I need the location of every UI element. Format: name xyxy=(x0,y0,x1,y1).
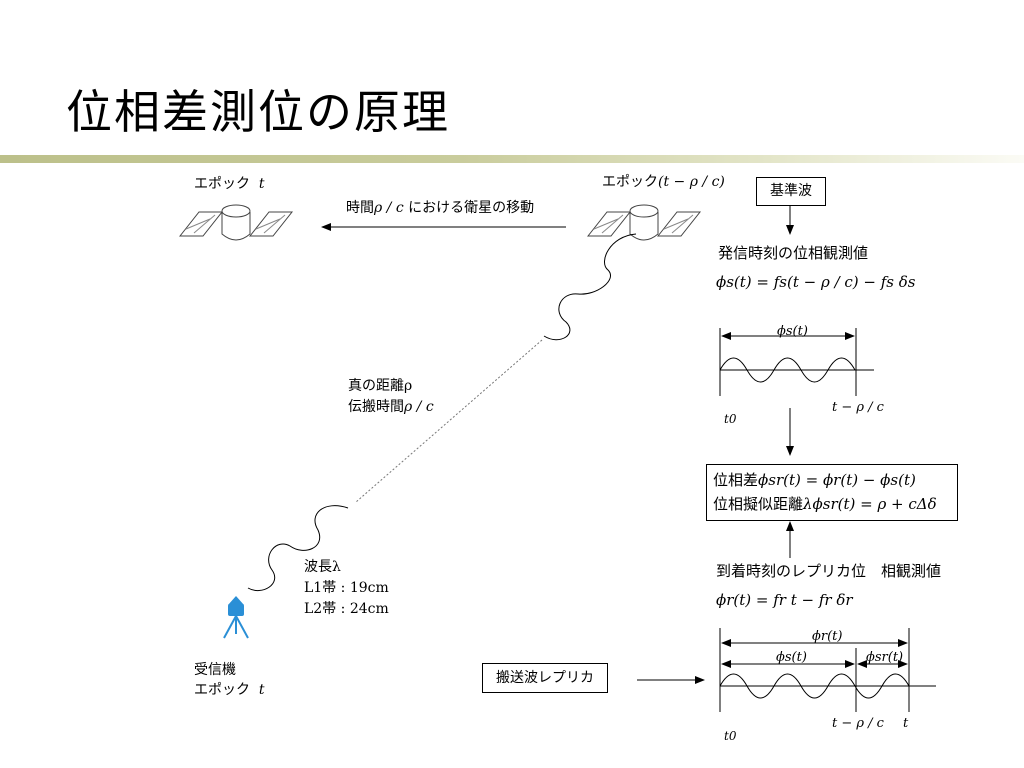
reference-wave-label: 基準波 xyxy=(770,183,812,199)
transmit-tend-label: t − ρ / c xyxy=(832,400,884,415)
satellite-motion-label: 時間ρ / c における衛星の移動 xyxy=(346,200,535,216)
receive-tmid-label: t − ρ / c xyxy=(832,716,884,731)
phase-difference-line: 位相差ϕsr(t) = ϕr(t) − ϕs(t) xyxy=(713,471,916,489)
satellite-left-icon xyxy=(178,204,294,241)
carrier-replica-label: 搬送波レプリカ xyxy=(496,670,594,686)
phase-difference-box: 位相差ϕsr(t) = ϕr(t) − ϕs(t) 位相擬似距離λϕsr(t) … xyxy=(706,464,958,521)
receive-top-label: ϕr(t) xyxy=(812,629,843,644)
transmit-phase-label: ϕs(t) xyxy=(777,324,808,339)
transmit-t0-label: t0 xyxy=(724,412,737,426)
left-epoch-label: エポック t xyxy=(194,176,265,192)
receive-waveform xyxy=(719,628,936,712)
receive-mid-label: ϕs(t) xyxy=(776,650,807,665)
carrier-replica-box: 搬送波レプリカ xyxy=(482,663,608,693)
true-range-label: 真の距離ρ xyxy=(348,378,413,394)
signal-wave-lower xyxy=(247,505,349,592)
satellite-right-icon xyxy=(586,204,702,241)
pseudorange-line: 位相擬似距離λϕsr(t) = ρ + cΔδ xyxy=(713,495,937,513)
transmit-heading: 発信時刻の位相観測値 xyxy=(718,244,869,262)
transmit-waveform xyxy=(719,328,874,396)
true-range-line xyxy=(355,339,543,503)
right-epoch-label: エポック(t − ρ / c) xyxy=(602,174,725,190)
receive-tend-label: t xyxy=(903,716,909,731)
transmit-formula: ϕs(t) = fs(t − ρ / c) − fs δs xyxy=(716,273,916,291)
wavelength-label: 波長λ xyxy=(304,559,341,575)
l2-band-label: L2帯 : 24cm xyxy=(304,601,389,617)
receive-heading: 到着時刻のレプリカ位 相観測値 xyxy=(716,562,942,580)
receiver-icon xyxy=(223,596,249,639)
title-rule xyxy=(0,155,1024,163)
receive-formula: ϕr(t) = fr t − fr δr xyxy=(716,591,853,609)
l1-band-label: L1帯 : 19cm xyxy=(304,580,389,596)
slide-title: 位相差測位の原理 xyxy=(66,85,450,139)
receiver-label: 受信機 xyxy=(194,662,236,678)
receiver-epoch-label: エポック t xyxy=(194,682,265,698)
reference-wave-box: 基準波 xyxy=(756,177,826,206)
propagation-time-label: 伝搬時間ρ / c xyxy=(348,399,434,415)
receive-right-label: ϕsr(t) xyxy=(866,650,904,665)
receive-t0-label: t0 xyxy=(724,729,737,743)
signal-wave-upper xyxy=(543,233,637,341)
